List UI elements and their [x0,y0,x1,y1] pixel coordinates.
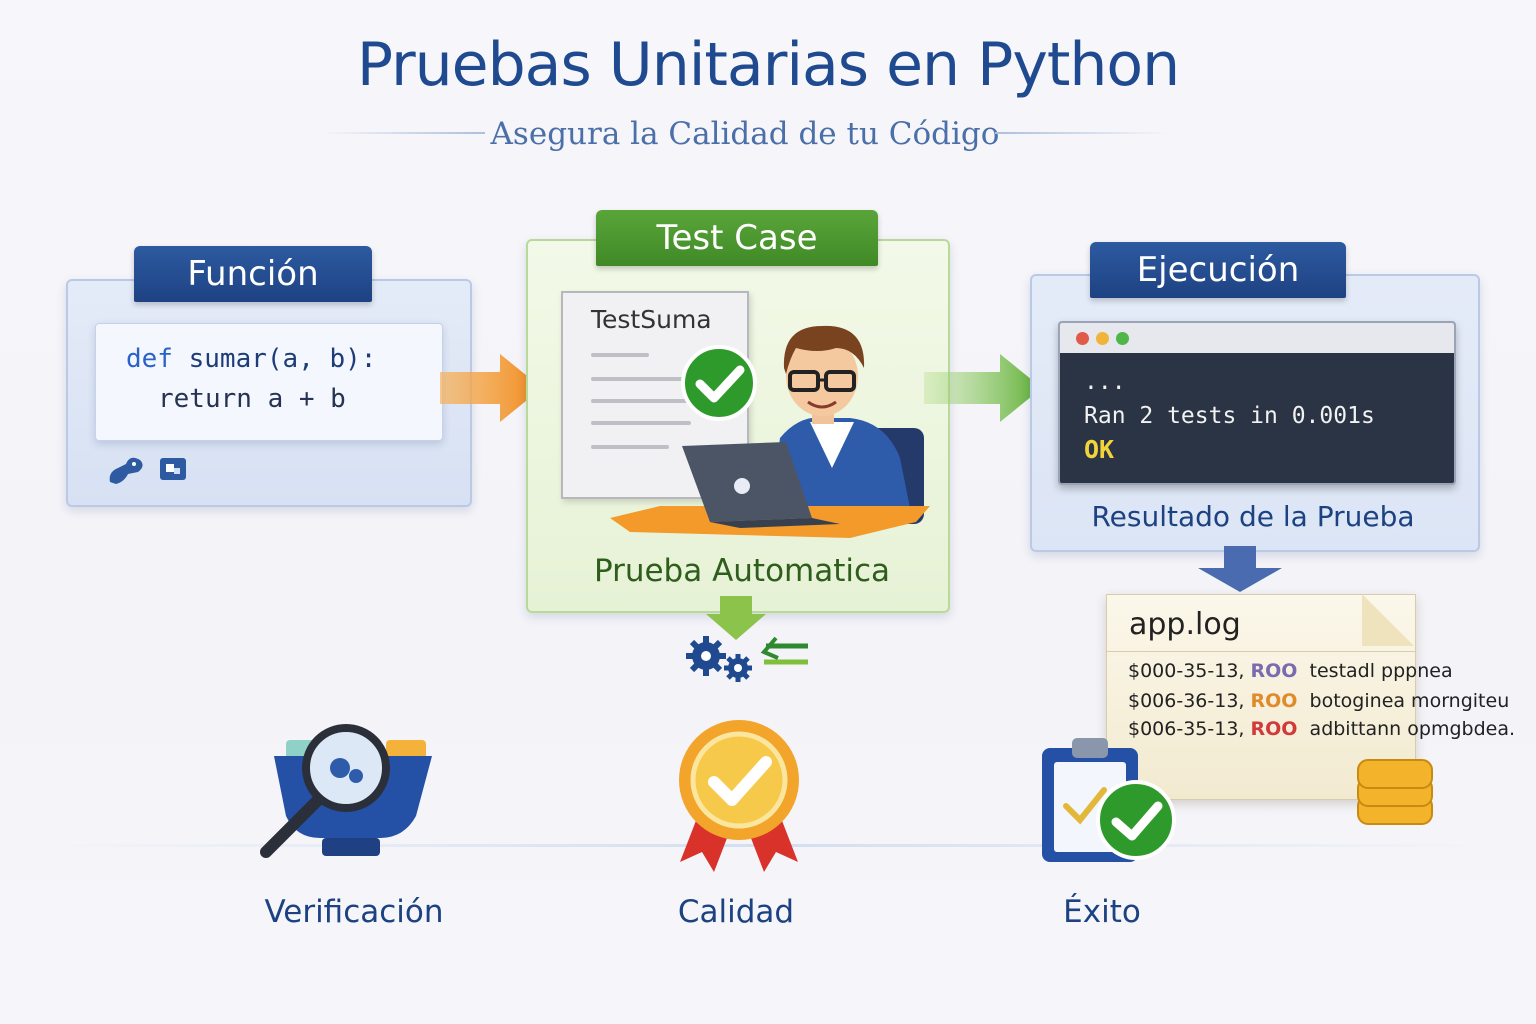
log-date: $000-35-13, [1128,660,1245,682]
developer-illustration [610,325,930,538]
maximize-dot-icon [1116,332,1129,345]
log-date: $006-35-13, [1128,718,1245,740]
log-message: testadl pppnea [1309,660,1453,682]
code-line-return: return a + b [158,384,346,414]
gears-icon [686,636,808,682]
quality-badge-icon [679,720,799,872]
arrow-down-green-icon [706,596,766,640]
code-keyword-def: def [126,344,173,374]
subtitle-row: Asegura la Calidad de tu Código [320,112,1170,156]
page-title: Pruebas Unitarias en Python [356,30,1180,100]
arrow-orange-icon [440,354,542,422]
page-subtitle: Asegura la Calidad de tu Código [490,116,1000,152]
log-file-title: app.log [1129,607,1241,642]
subtitle-divider-left [320,132,485,134]
check-circle-icon [681,345,757,421]
ejecucion-tab: Ejecución [1090,242,1346,298]
code-line-signature: def sumar(a, b): [126,344,376,374]
terminal-window: ... Ran 2 tests in 0.001s OK [1058,321,1456,485]
verificacion-label: Verificación [264,894,444,930]
success-clipboard-icon [1042,738,1176,862]
subtitle-divider-right [995,132,1170,134]
terminal-line-ran: Ran 2 tests in 0.001s [1084,403,1375,429]
developer-figure [770,325,912,518]
terminal-line-ok: OK [1084,435,1115,464]
test-document-title: TestSuma [591,305,712,334]
python-logo-icon [109,457,143,484]
log-line: $000-35-13, ROO testadl pppnea [1128,660,1453,682]
arrow-down-blue-icon [1198,546,1282,592]
arrow-green-icon [924,354,1042,422]
log-date: $006-36-13, [1128,690,1245,712]
calidad-label: Calidad [677,894,795,930]
doc-line [591,445,669,449]
log-message: adbittann opmgbdea. [1309,718,1516,740]
log-line: $006-35-13, ROO adbittann opmgbdea. [1128,718,1515,740]
log-line: $006-36-13, ROO botoginea morngiteu [1128,690,1509,712]
terminal-line-dots: ... [1084,369,1126,395]
doc-line [591,377,691,381]
log-file-fold-icon [1362,594,1414,646]
log-divider [1107,651,1415,652]
function-code-box: def sumar(a, b): return a + b [95,323,443,441]
doc-line [591,353,649,357]
log-level: ROO [1250,660,1298,682]
minimize-dot-icon [1096,332,1109,345]
code-signature: sumar(a, b): [172,344,377,374]
verification-magnifier-icon [260,724,432,858]
close-dot-icon [1076,332,1089,345]
terminal-titlebar [1060,323,1454,353]
log-level: ROO [1250,690,1298,712]
doc-line [591,399,691,403]
python-file-icon [160,458,186,480]
funcion-tab: Función [134,246,372,302]
python-logo-icons [109,457,186,484]
exito-label: Éxito [1063,894,1141,930]
log-level: ROO [1250,718,1298,740]
ejecucion-caption: Resultado de la Prueba [1091,500,1415,533]
test-case-caption: Prueba Automatica [593,553,891,589]
log-message: botoginea morngiteu [1309,690,1510,712]
sync-arrows-icon [760,636,808,665]
doc-line [591,421,691,425]
test-case-tab: Test Case [596,210,878,266]
database-coins-icon [1357,759,1433,825]
laptop-icon [682,442,840,528]
